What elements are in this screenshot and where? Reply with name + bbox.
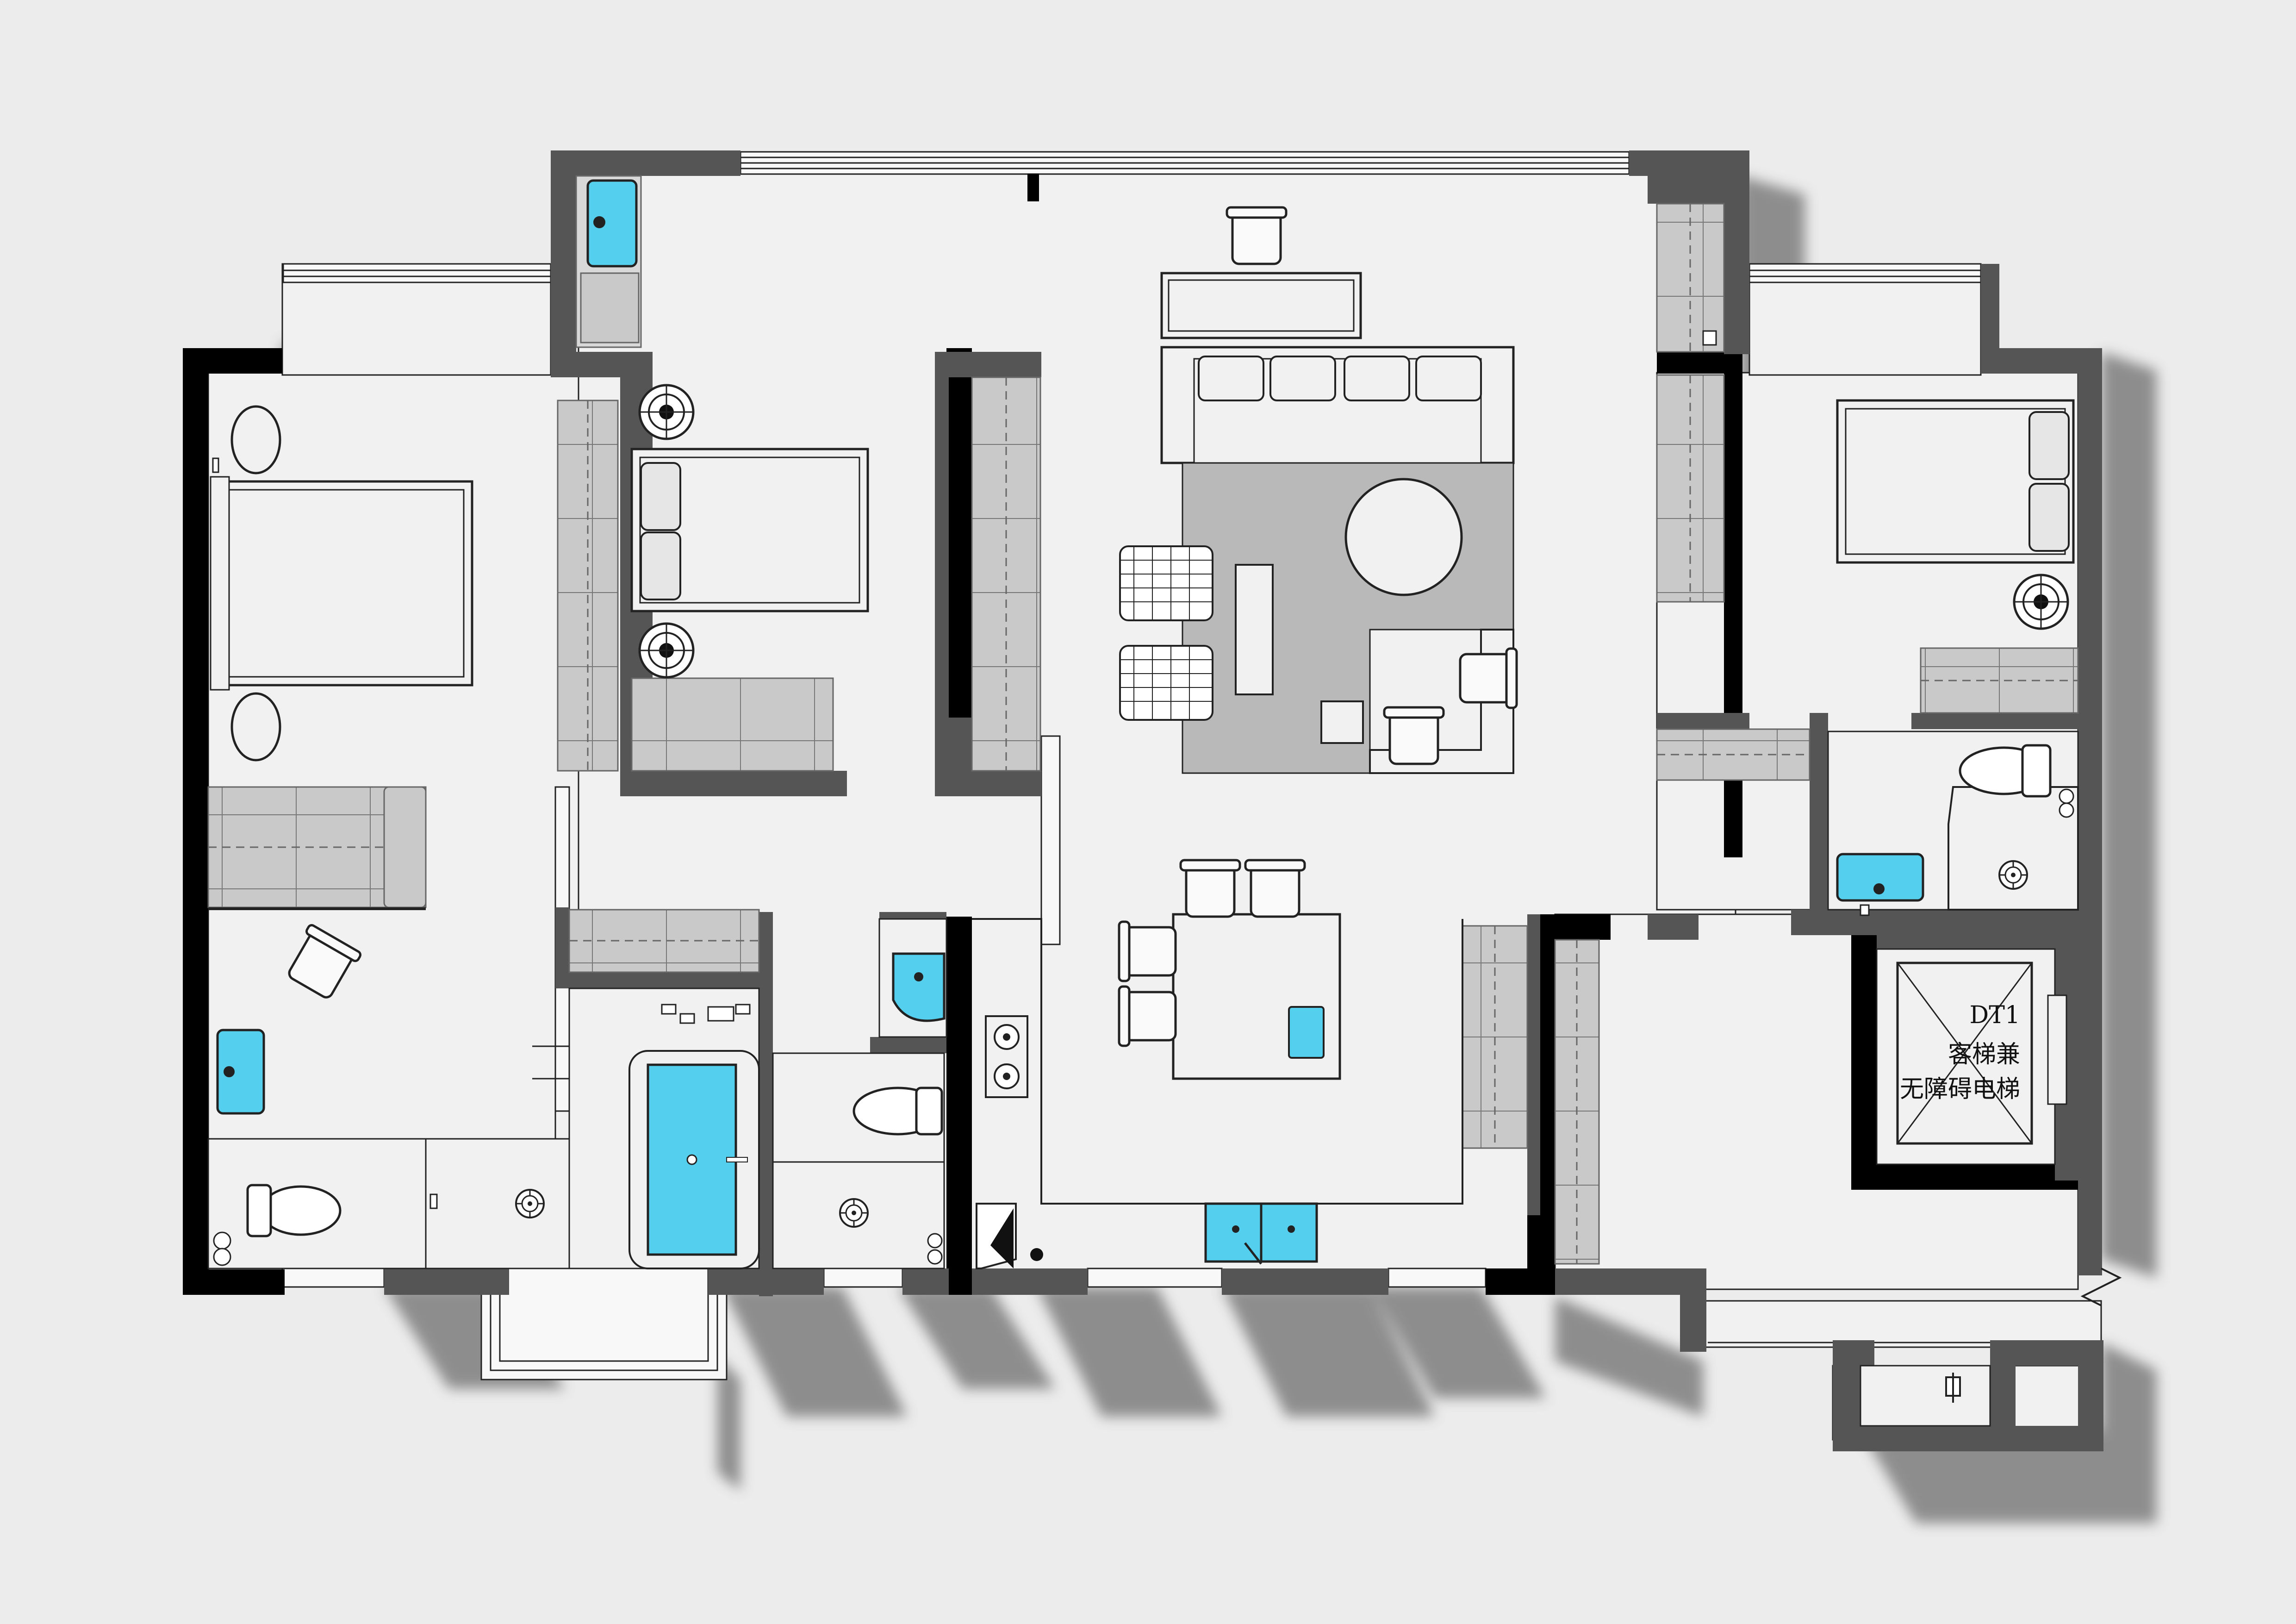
- sink-icon: [586, 179, 638, 268]
- elevator-line1: 客梯兼: [1948, 1041, 2020, 1068]
- bedroom-2: [630, 385, 869, 677]
- family-bathroom: [568, 918, 947, 1269]
- elevator-code: DT1: [1970, 1001, 2020, 1029]
- sink-icon: [892, 952, 946, 1022]
- elevator: DT1 客梯兼 无障碍电梯: [1876, 948, 2067, 1165]
- sink-icon: [1204, 1202, 1318, 1265]
- lounge-chair: [1119, 545, 1213, 721]
- toilet-icon: [1959, 744, 2052, 798]
- sink-icon: [1836, 853, 1924, 902]
- toilet-icon: [246, 1184, 342, 1237]
- sink-icon: [216, 1029, 265, 1115]
- nightstand-top: [230, 405, 281, 475]
- nightstand-bottom: [230, 692, 281, 762]
- living-room: [1119, 207, 1517, 774]
- fixture-marks: [212, 330, 1870, 1209]
- lamp-icon: [2014, 575, 2068, 629]
- sink-icon: [1288, 1006, 1325, 1059]
- lamp-icon: [640, 624, 693, 677]
- bedroom-3: [1836, 399, 2075, 629]
- stove-icon: [985, 1015, 1028, 1098]
- coffee-table: [1344, 478, 1463, 596]
- break-line: [2080, 1268, 2122, 1306]
- master-bathroom: [207, 1029, 630, 1269]
- meter-icon: [1860, 1365, 1991, 1427]
- wardrobes: [207, 175, 2079, 1265]
- toilet-icon: [852, 1087, 943, 1136]
- lamp-icon: [640, 385, 693, 439]
- floor-drain-icon: [1998, 860, 2028, 890]
- right-bathroom: [1827, 731, 2079, 911]
- elevator-line2: 无障碍电梯: [1900, 1075, 2020, 1103]
- dining-kitchen: [972, 860, 1463, 1269]
- floor-drain-icon: [839, 1198, 869, 1228]
- floor-drain-icon: [515, 1189, 545, 1218]
